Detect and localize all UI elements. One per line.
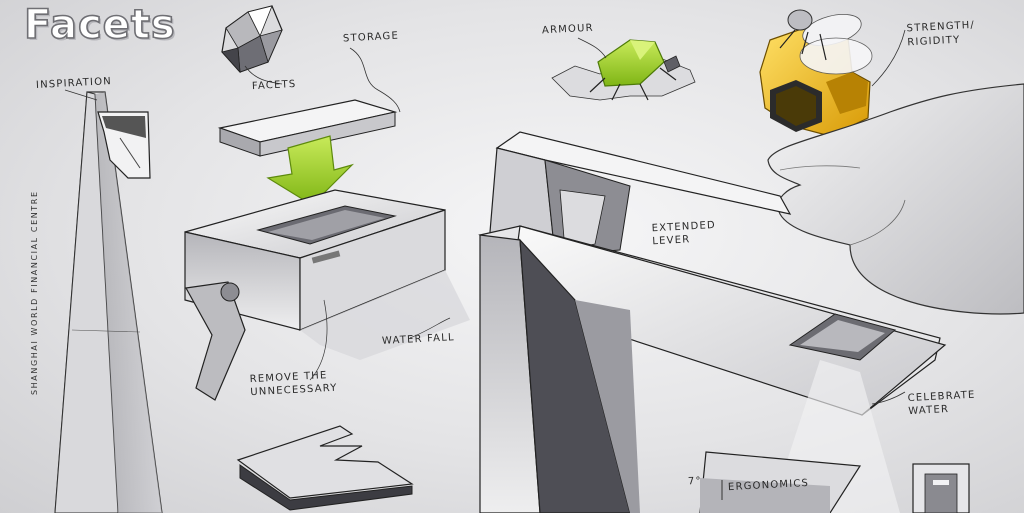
diamond-sketch bbox=[221, 5, 283, 85]
label-celebrate-water: CELEBRATE WATER bbox=[907, 389, 976, 418]
label-tower-name: SHANGHAI WORLD FINANCIAL CENTRE bbox=[30, 190, 39, 395]
bee-honeycomb-sketch bbox=[759, 9, 906, 137]
tower-sketch bbox=[54, 89, 163, 513]
label-seven-degrees: 7° bbox=[687, 475, 703, 488]
label-facets: FACETS bbox=[251, 78, 297, 93]
hand-sketch bbox=[767, 83, 1024, 315]
beetle-sketch bbox=[551, 37, 696, 101]
label-extended-lever: EXTENDED LEVER bbox=[651, 219, 717, 248]
label-strength-rigidity: STRENGTH/ RIGIDITY bbox=[906, 19, 976, 49]
small-faucet-sketch bbox=[236, 425, 970, 513]
page-title: Facets bbox=[23, 1, 176, 49]
storage-box-sketch bbox=[184, 47, 470, 401]
